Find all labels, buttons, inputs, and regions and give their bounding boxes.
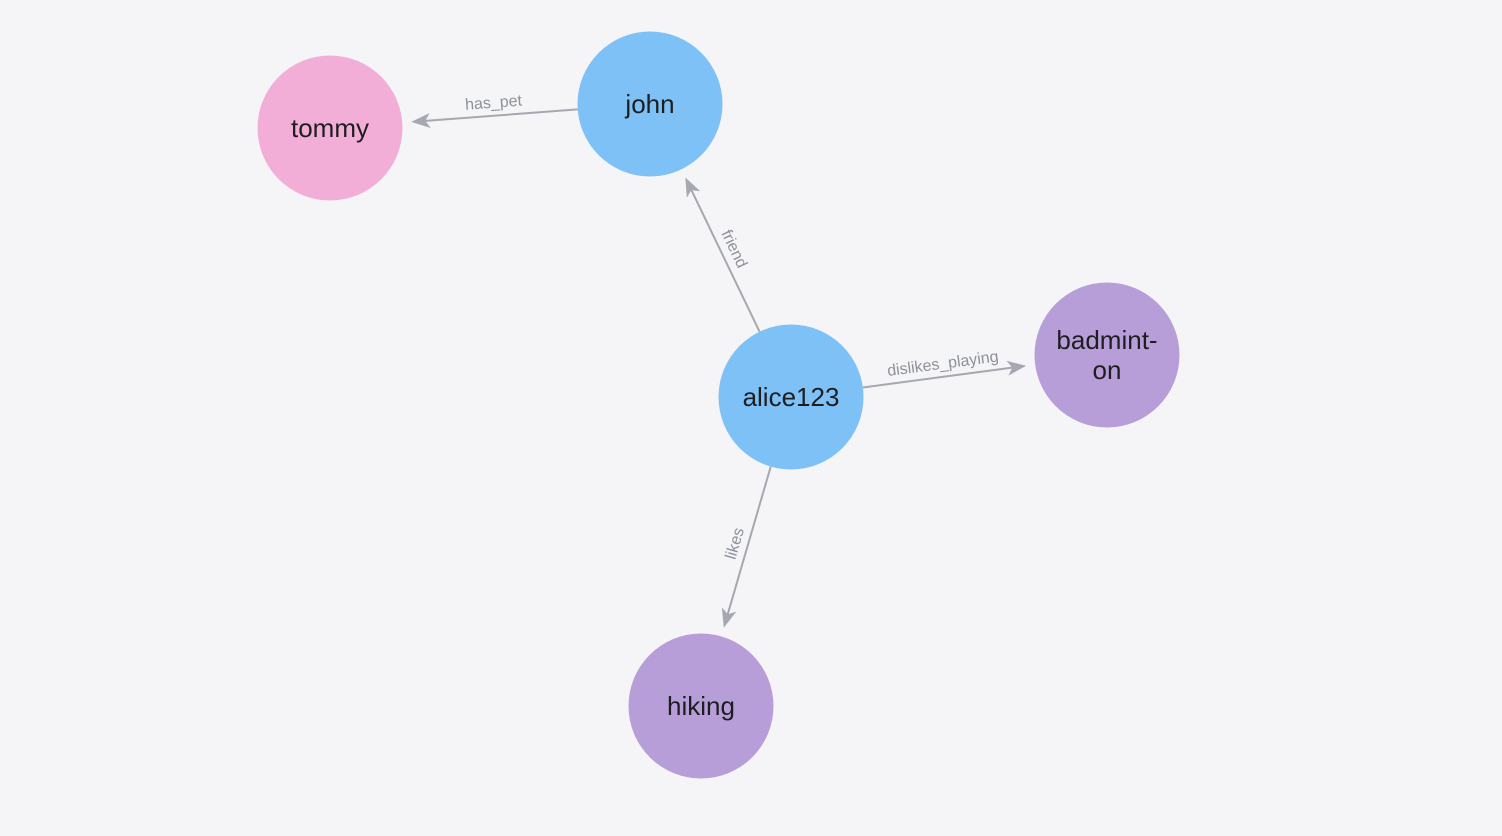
edge-line[interactable]	[425, 108, 578, 122]
node-john[interactable]: john	[577, 31, 723, 177]
edge-has_pet[interactable]: has_pet	[411, 93, 578, 128]
arrowhead-icon[interactable]	[411, 113, 431, 128]
node-layer: tommy john alice123 badmint-on hiking	[257, 31, 1180, 779]
arrowhead-icon[interactable]	[721, 607, 737, 628]
node-label[interactable]: tommy	[291, 113, 369, 143]
node-alice123[interactable]: alice123	[718, 324, 864, 470]
node-badminton[interactable]: badmint-on	[1034, 282, 1180, 428]
node-circle[interactable]	[257, 55, 403, 201]
edge-label[interactable]: has_pet	[465, 93, 524, 114]
node-label[interactable]: john	[624, 89, 674, 119]
node-circle[interactable]	[628, 633, 774, 779]
arrowhead-icon[interactable]	[1006, 360, 1027, 376]
node-tommy[interactable]: tommy	[257, 55, 403, 201]
node-label[interactable]: hiking	[667, 691, 735, 721]
edge-line[interactable]	[690, 189, 761, 333]
node-label[interactable]: badmint-on	[1056, 325, 1157, 385]
node-circle[interactable]	[577, 31, 723, 177]
node-label[interactable]: alice123	[743, 382, 840, 412]
edge-line[interactable]	[862, 366, 1013, 389]
node-circle[interactable]	[1034, 282, 1180, 428]
edge-line[interactable]	[726, 466, 772, 615]
arrowhead-icon[interactable]	[685, 177, 701, 198]
node-hiking[interactable]: hiking	[628, 633, 774, 779]
edge-dislikes_playing[interactable]: dislikes_playing	[862, 348, 1027, 389]
node-circle[interactable]	[718, 324, 864, 470]
